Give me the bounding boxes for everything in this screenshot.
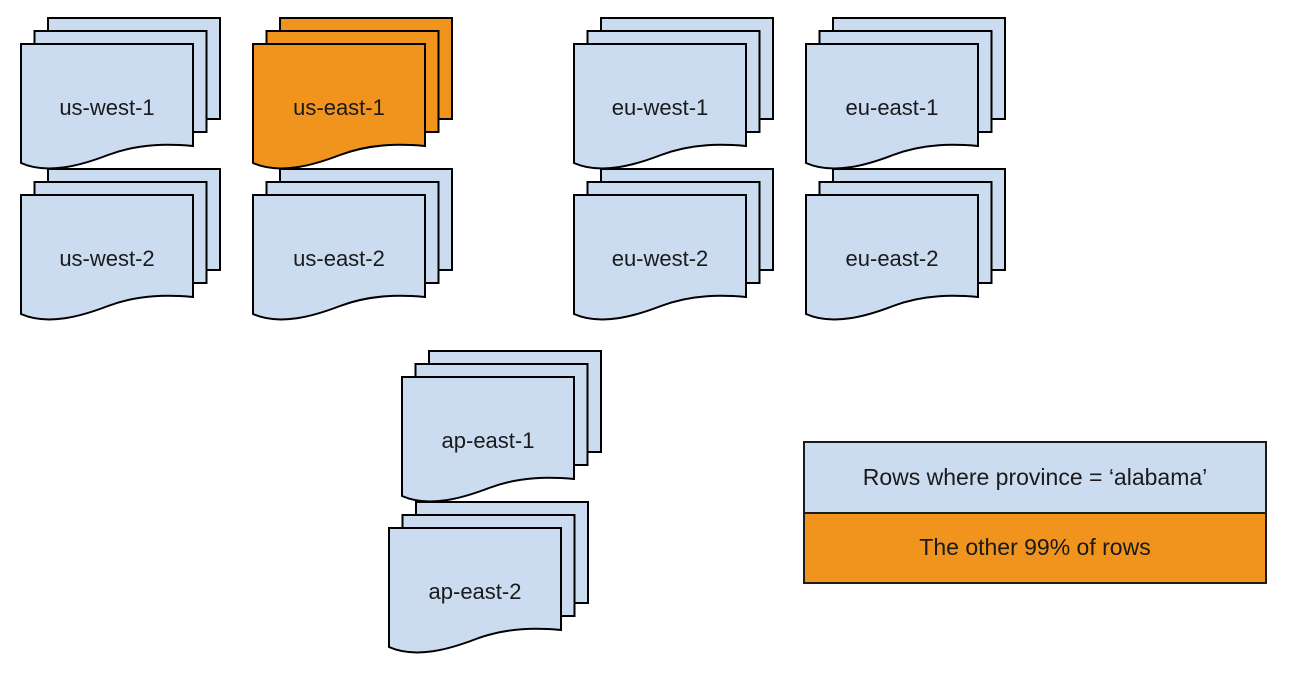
front-document <box>388 527 562 654</box>
document-stack-icon <box>20 17 221 170</box>
front-document <box>20 43 194 170</box>
front-document <box>573 43 747 170</box>
legend-item-label: The other 99% of rows <box>919 534 1151 561</box>
front-document <box>401 376 575 503</box>
document-stack-icon <box>573 168 774 321</box>
region-stack-us-east-1: us-east-1 <box>252 17 454 175</box>
region-stack-us-west-2: us-west-2 <box>20 168 222 326</box>
region-stack-ap-east-2: ap-east-2 <box>388 501 590 659</box>
document-stack-icon <box>20 168 221 321</box>
legend-item-alabama-rows: Rows where province = ‘alabama’ <box>805 443 1265 512</box>
front-document <box>252 194 426 321</box>
front-document <box>573 194 747 321</box>
document-stack-icon <box>388 501 589 654</box>
front-document <box>252 43 426 170</box>
document-stack-icon <box>252 17 453 170</box>
legend-item-label: Rows where province = ‘alabama’ <box>862 463 1208 490</box>
region-stack-eu-east-1: eu-east-1 <box>805 17 1007 175</box>
legend: Rows where province = ‘alabama’ The othe… <box>803 441 1267 584</box>
document-stack-icon <box>805 168 1006 321</box>
document-stack-icon <box>805 17 1006 170</box>
document-stack-icon <box>252 168 453 321</box>
document-stack-icon <box>401 350 602 503</box>
region-stack-eu-west-1: eu-west-1 <box>573 17 775 175</box>
region-stack-ap-east-1: ap-east-1 <box>401 350 603 508</box>
document-stack-icon <box>573 17 774 170</box>
region-stack-us-east-2: us-east-2 <box>252 168 454 326</box>
region-stack-eu-west-2: eu-west-2 <box>573 168 775 326</box>
region-stack-us-west-1: us-west-1 <box>20 17 222 175</box>
front-document <box>805 194 979 321</box>
front-document <box>805 43 979 170</box>
region-stack-eu-east-2: eu-east-2 <box>805 168 1007 326</box>
legend-item-other-rows: The other 99% of rows <box>805 511 1265 582</box>
front-document <box>20 194 194 321</box>
